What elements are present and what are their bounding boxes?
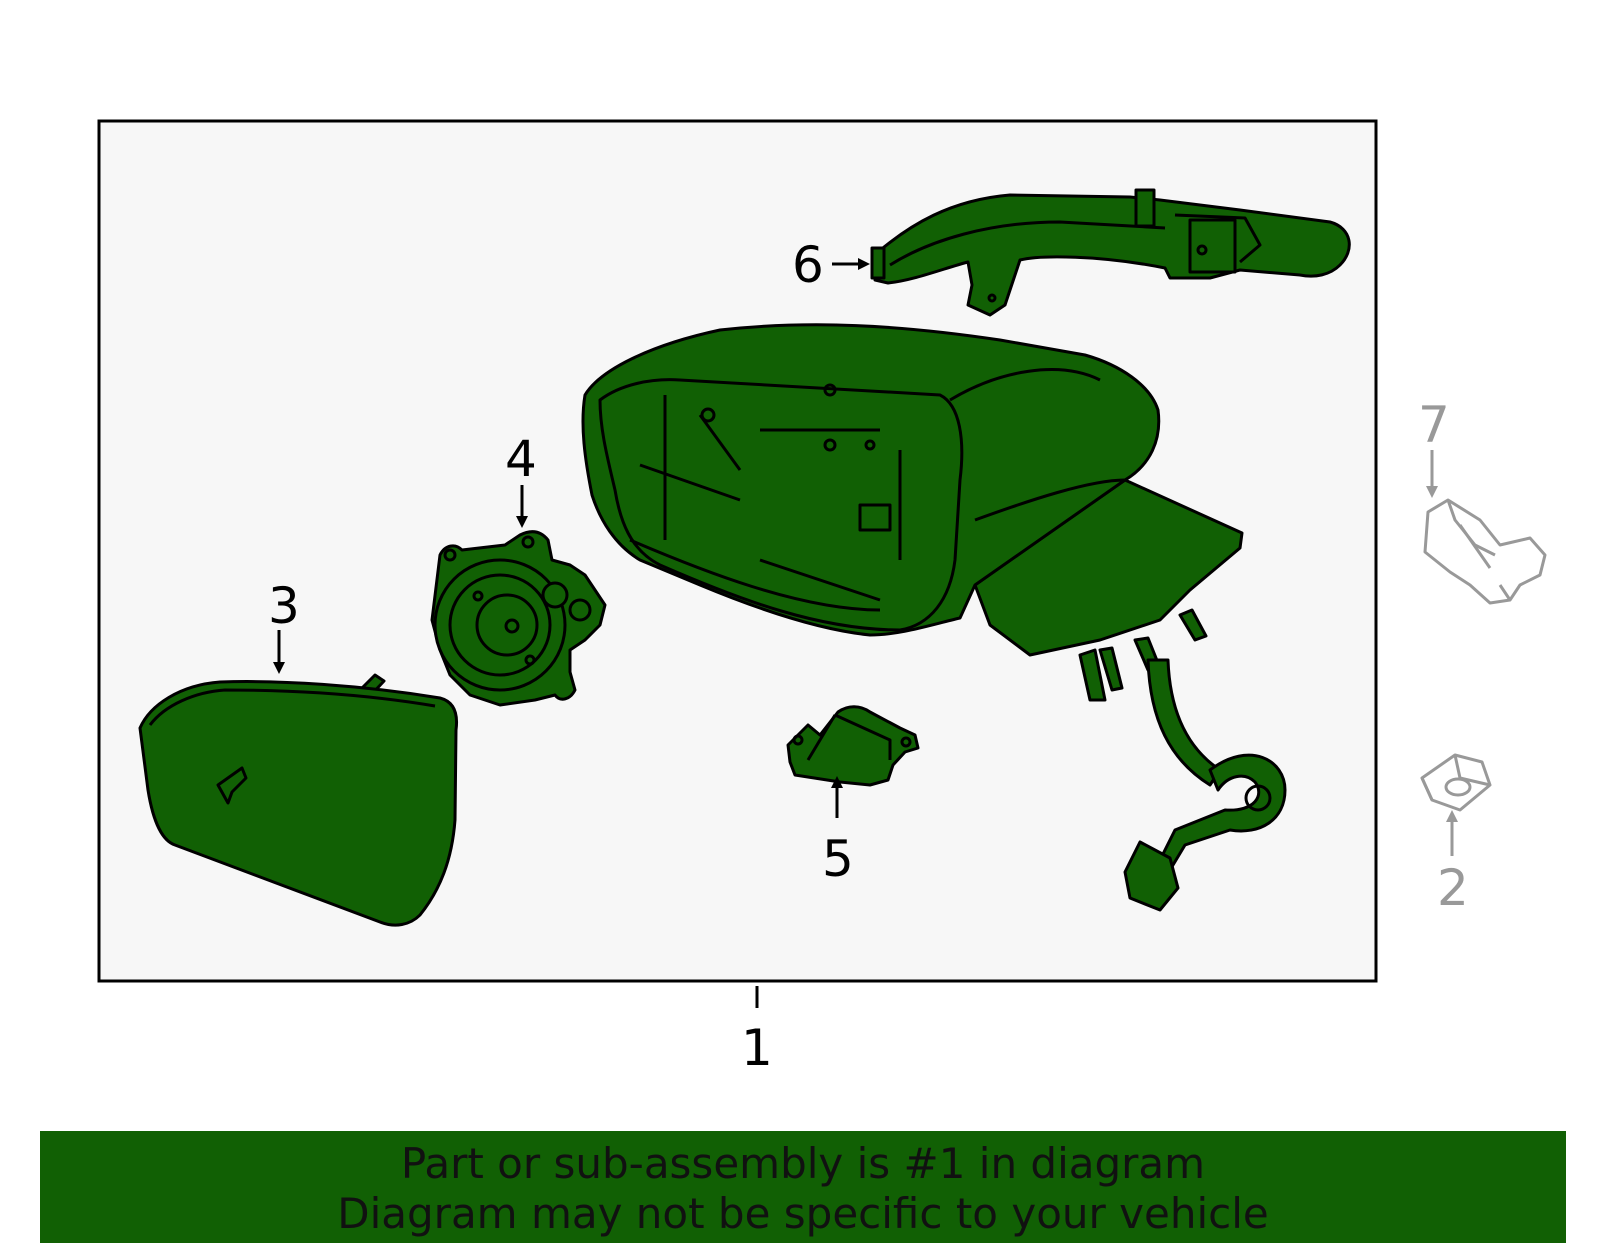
banner-line-2: Diagram may not be specific to your vehi… <box>337 1189 1269 1238</box>
callout-1: 1 <box>741 1019 773 1077</box>
leader-arrows-gray <box>1426 450 1458 856</box>
callout-7: 7 <box>1418 396 1450 454</box>
part-6-cover[interactable] <box>870 188 1351 317</box>
callout-4: 4 <box>505 430 537 488</box>
callout-3: 3 <box>268 577 300 635</box>
part-1-housing[interactable] <box>581 323 1244 702</box>
part-2-nut[interactable] <box>1420 753 1492 812</box>
part-7-clip[interactable] <box>1423 498 1547 605</box>
part-3-mirror-glass[interactable] <box>138 673 459 927</box>
callout-5: 5 <box>822 830 854 888</box>
part-1-harness[interactable] <box>1123 658 1287 912</box>
banner-line-1: Part or sub-assembly is #1 in diagram <box>400 1139 1206 1188</box>
part-4-actuator[interactable] <box>430 530 607 707</box>
callout-6: 6 <box>792 236 824 294</box>
leader-arrows <box>273 258 870 1008</box>
callout-2: 2 <box>1437 859 1469 917</box>
info-banner: Part or sub-assembly is #1 in diagram Di… <box>40 1131 1566 1243</box>
part-5-bracket[interactable] <box>786 705 920 787</box>
